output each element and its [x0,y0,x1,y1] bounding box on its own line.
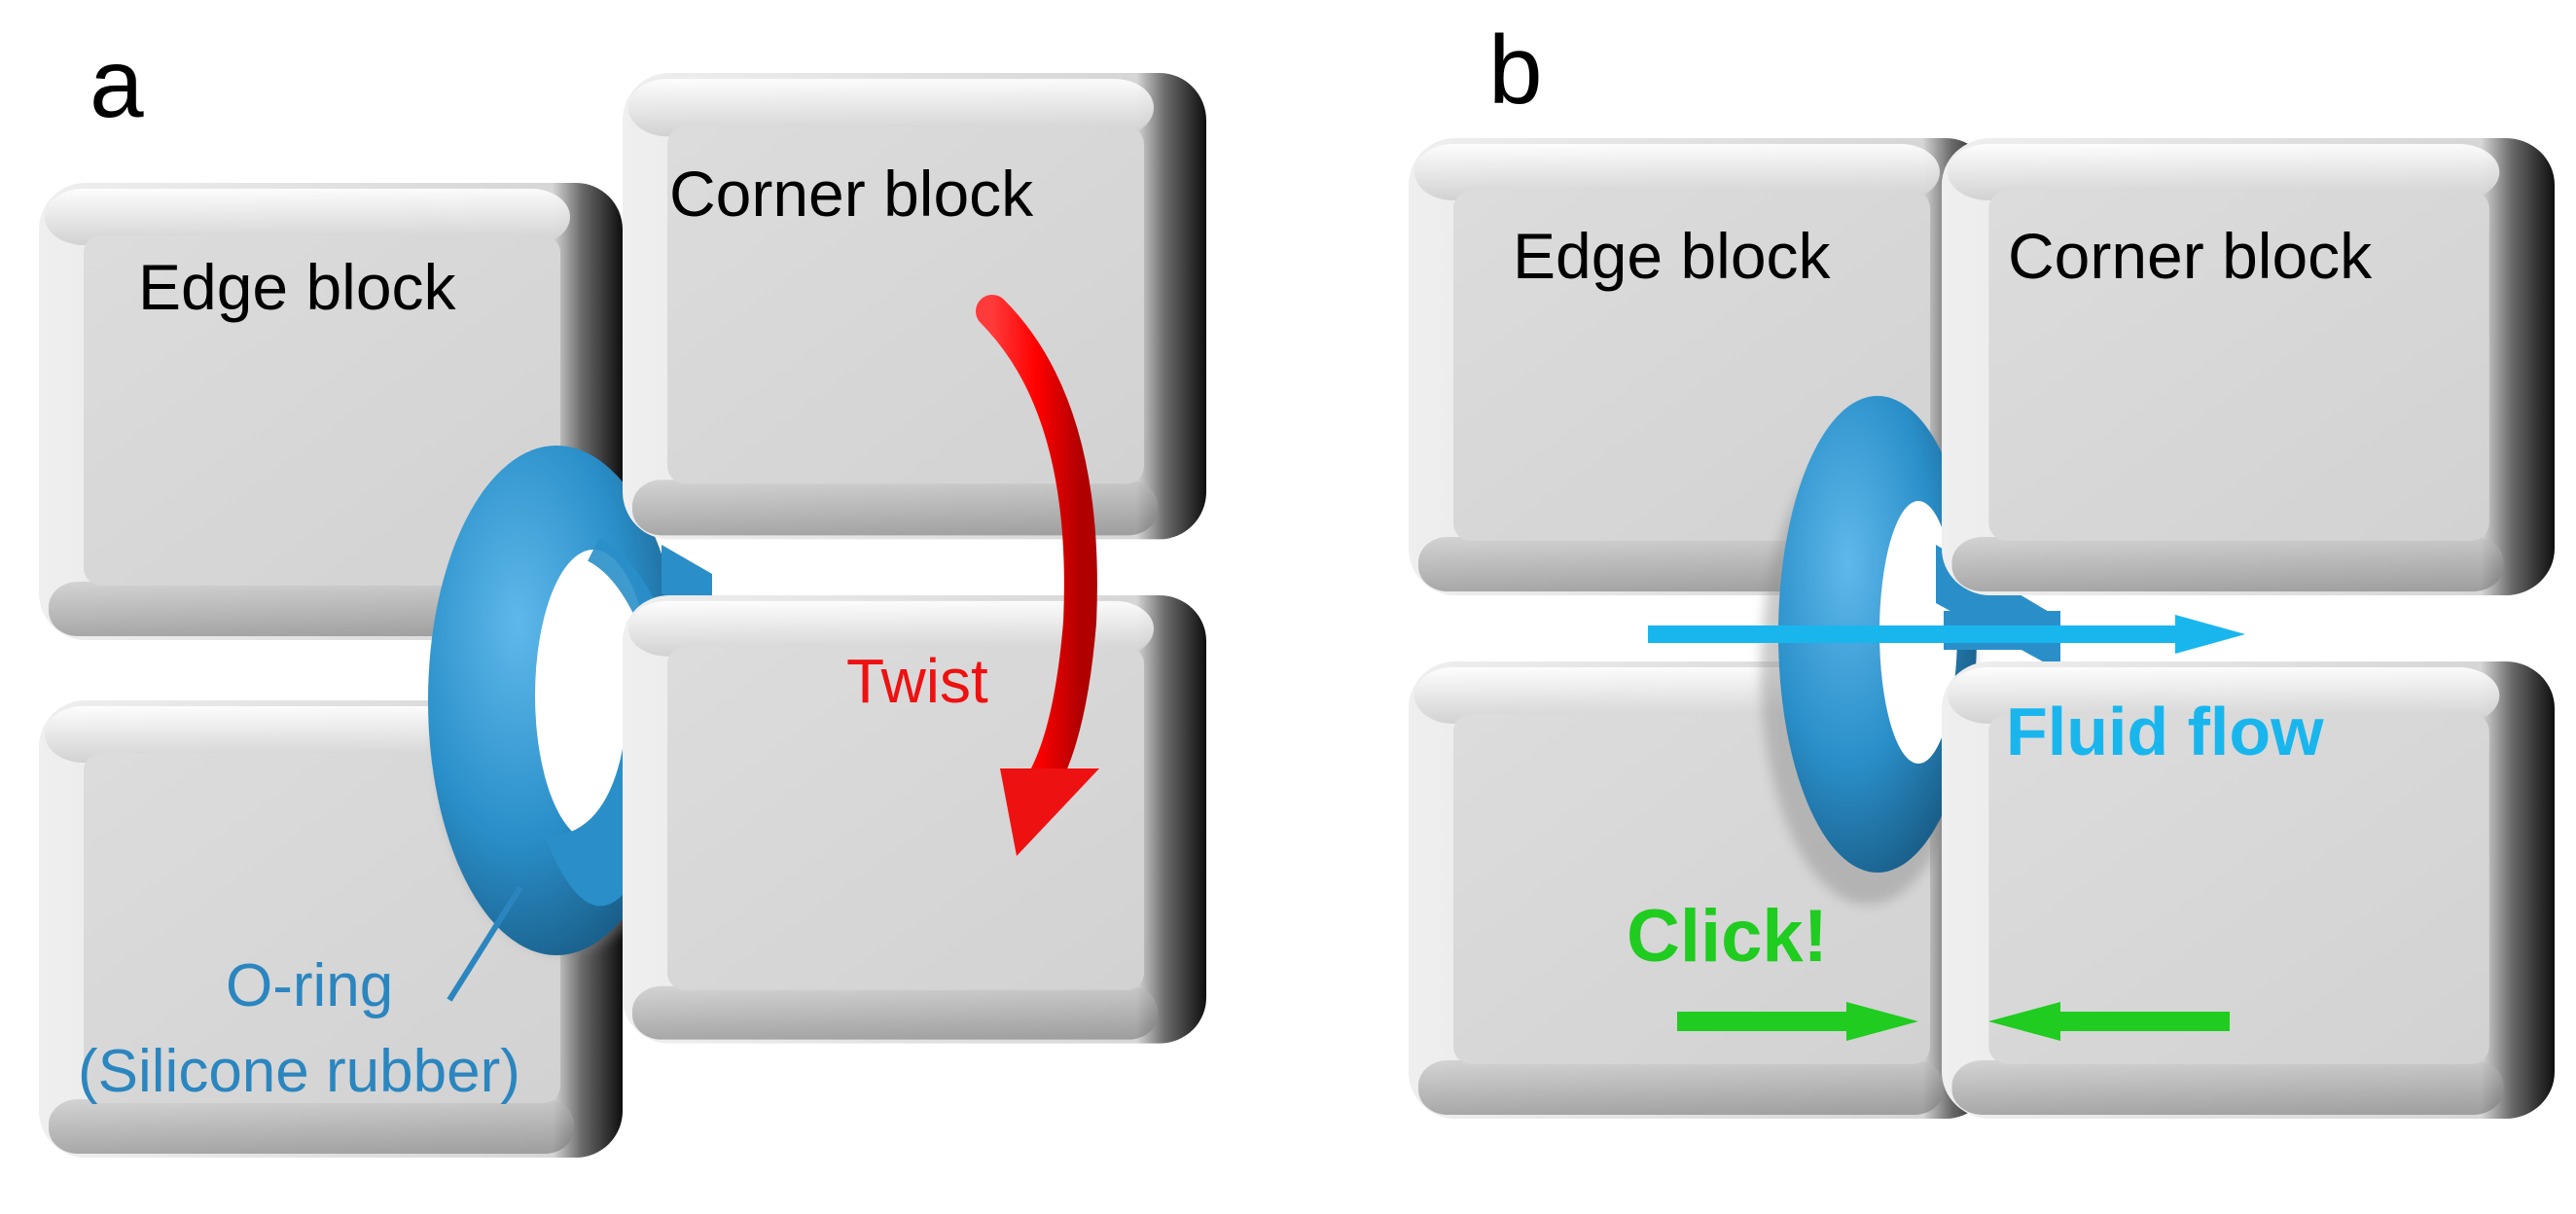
panel-b-fluid-flow-label: Fluid flow [2006,694,2324,769]
panel-a-twist-arrow [976,295,1099,856]
panel-b-letter: b [1488,16,1543,125]
panel-b-corner-block-top [1942,138,2555,595]
panel-b-edge-block-label: Edge block [1513,220,1832,292]
panel-a: a Edge block Corner block [39,29,1206,1158]
panel-a-oring-front-segment [545,749,623,907]
panel-b-corner-block-label: Corner block [2008,220,2373,292]
panel-a-letter: a [89,29,144,138]
panel-b: b Edge block Corner block [1409,16,2555,1119]
panel-a-twist-label: Twist [846,646,988,716]
panel-b-click-arrow-left [1677,1002,1918,1041]
panel-a-corner-block-top [623,73,1206,540]
panel-a-oring-leader-line [447,885,523,1002]
panel-a-edge-block-label: Edge block [138,251,457,323]
panel-a-oring-material-label: (Silicone rubber) [78,1038,520,1105]
panel-a-oring-label: O-ring [226,952,393,1019]
panel-b-fluid-flow-arrow [1648,615,2245,654]
panel-b-click-label: Click! [1627,895,1828,978]
panel-b-click-arrow-right [1988,1002,2230,1041]
panel-a-corner-block-label: Corner block [669,158,1034,230]
